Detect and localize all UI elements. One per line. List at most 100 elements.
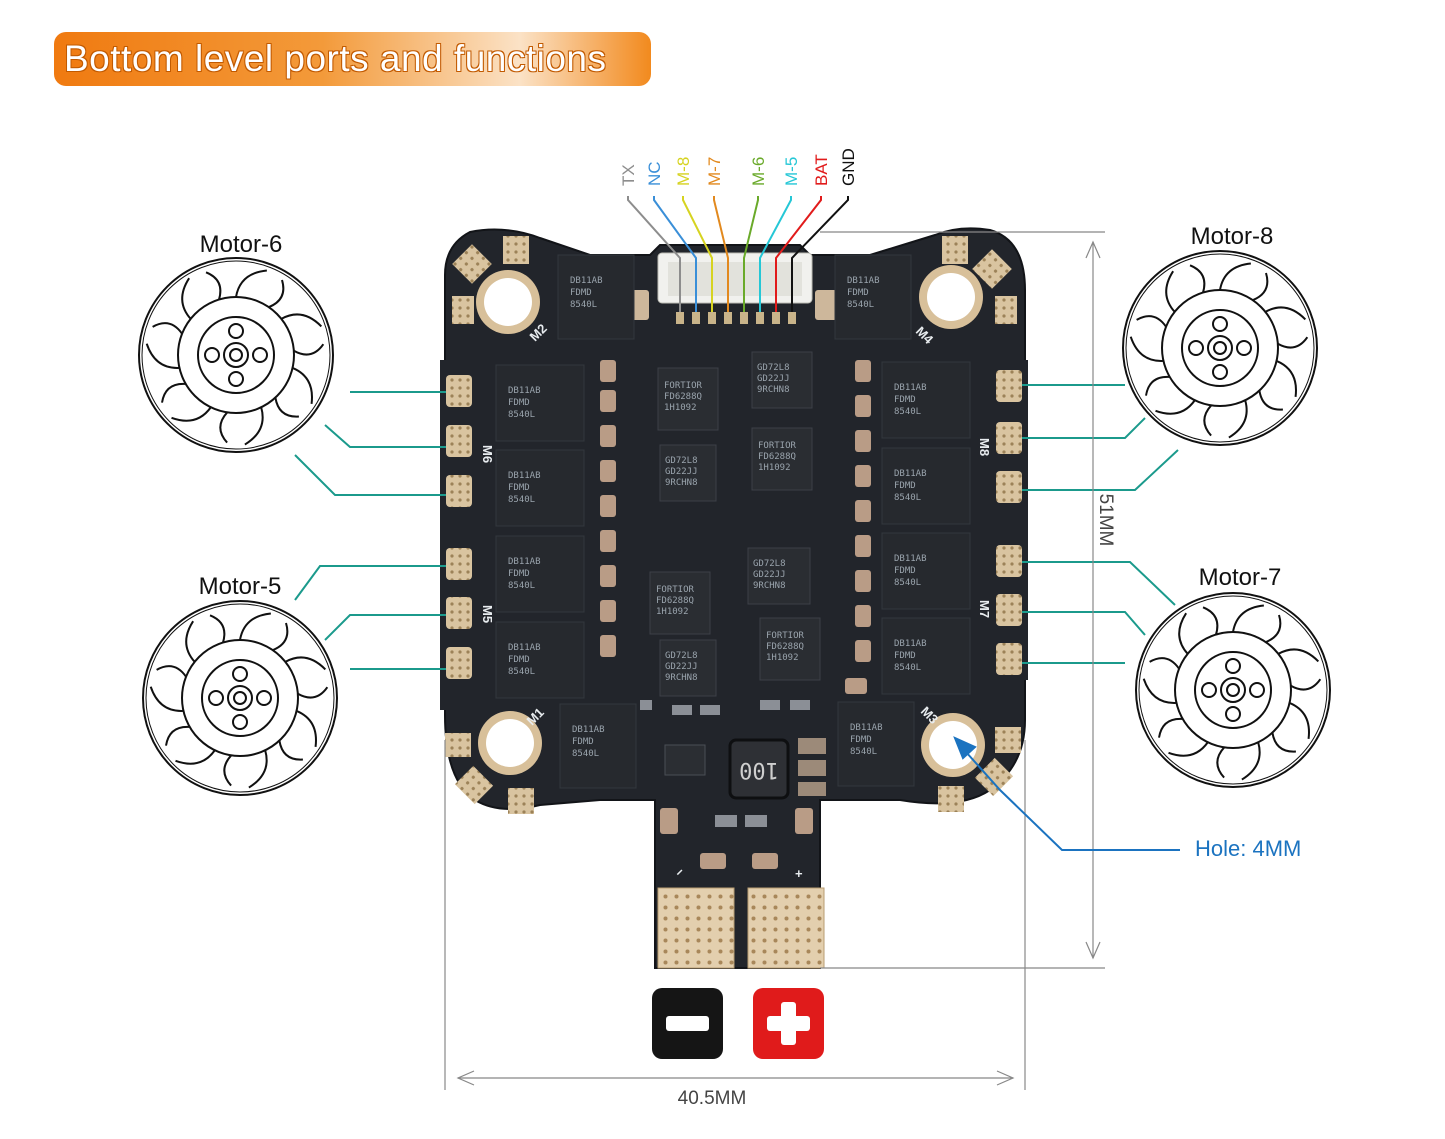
silk-m7: M7 (977, 600, 992, 618)
mosfet-marking: DB11AB (850, 723, 883, 733)
motor-7-label: Motor-7 (1199, 564, 1282, 591)
mosfet-marking: FDMD (850, 735, 872, 745)
mosfet: DB11AB FDMD 8540L (495, 621, 585, 699)
mosfet-marking: FDMD (894, 395, 916, 405)
corner-pads (445, 236, 1021, 814)
wire-bat (775, 196, 822, 312)
motor-5-label: Motor-5 (199, 573, 282, 600)
mosfet-marking: FDMD (572, 737, 594, 747)
mosfet-marking: 8540L (847, 300, 874, 310)
mcu-marking: GD22JJ (665, 467, 698, 477)
wire-nc (653, 196, 697, 312)
mosfet-marking: FDMD (508, 569, 530, 579)
driver-marking: 1H1092 (766, 653, 799, 663)
mosfet-marking: FDMD (894, 566, 916, 576)
mosfet-marking: 8540L (572, 749, 599, 759)
driver-marking: FORTIOR (656, 585, 695, 595)
motor-8-icon (1122, 250, 1318, 446)
driver-marking: FORTIOR (766, 631, 805, 641)
wire-label-m-6: M-6 (749, 157, 768, 186)
wire-m-7 (713, 196, 729, 312)
mosfet-marking: 8540L (508, 667, 535, 677)
ic-group: FORTIORFD6288Q1H1092FORTIORFD6288Q1H1092… (649, 351, 821, 697)
motor-traces (294, 384, 1179, 670)
mosfet-marking: 8540L (894, 663, 921, 673)
mcu-marking: 9RCHN8 (753, 581, 786, 591)
mosfet-marking: DB11AB (894, 469, 927, 479)
driver-marking: 1H1092 (664, 403, 697, 413)
hole-size-label: Hole: 4MM (1195, 836, 1301, 861)
hole-callout (953, 736, 1180, 851)
mosfet-marking: DB11AB (508, 386, 541, 396)
driver-marking: FD6288Q (656, 596, 694, 606)
height-dimension (820, 231, 1105, 969)
motor-6-icon (138, 257, 334, 453)
driver-marking: 1H1092 (758, 463, 791, 473)
positive-silk: + (795, 866, 803, 881)
mosfet-marking: DB11AB (894, 383, 927, 393)
motor-pads-right (996, 370, 1022, 675)
wire-label-bat: BAT (812, 154, 831, 186)
wire-m-5 (759, 196, 792, 312)
wire-label-nc: NC (645, 161, 664, 186)
mosfet-marking: FDMD (508, 655, 530, 665)
mosfet-marking: FDMD (894, 481, 916, 491)
motor-6-label: Motor-6 (200, 231, 283, 258)
mcu-marking: GD22JJ (665, 662, 698, 672)
mcu-marking: GD72L8 (665, 651, 698, 661)
height-dimension-label: 51MM (1095, 494, 1116, 547)
mosfet-marking: 8540L (894, 493, 921, 503)
mcu-marking: 9RCHN8 (665, 478, 698, 488)
mcu-marking: GD72L8 (753, 559, 786, 569)
mosfet-marking: 8540L (508, 495, 535, 505)
width-dimension-label: 40.5MM (678, 1088, 747, 1109)
mosfet-marking: DB11AB (847, 276, 880, 286)
small-components (640, 700, 810, 827)
mosfet-marking: FDMD (570, 288, 592, 298)
wire-label-gnd: GND (839, 148, 858, 186)
mount-hole-m4 (919, 265, 983, 329)
mosfet-marking: DB11AB (508, 471, 541, 481)
mcu-marking: GD22JJ (757, 374, 790, 384)
wire-label-m-7: M-7 (705, 157, 724, 186)
mosfet-marking: FDMD (508, 398, 530, 408)
mount-hole-m1 (478, 711, 542, 775)
mosfet-marking: FDMD (894, 651, 916, 661)
mcu-marking: GD22JJ (753, 570, 786, 580)
wire-label-tx: TX (619, 164, 638, 186)
width-dimension (444, 740, 1026, 1090)
motor-7-icon (1135, 592, 1331, 788)
mosfet: DB11AB FDMD 8540L (559, 703, 637, 789)
mcu-marking: 9RCHN8 (665, 673, 698, 683)
mosfet-marking: DB11AB (570, 276, 603, 286)
mosfet-marking: FDMD (508, 483, 530, 493)
mosfet-marking: DB11AB (508, 643, 541, 653)
mosfet: DB11AB FDMD 8540L (495, 449, 585, 527)
mcu-marking: GD72L8 (757, 363, 790, 373)
mcu-marking: 9RCHN8 (757, 385, 790, 395)
negative-sign-icon (652, 988, 723, 1059)
driver-marking: FD6288Q (664, 392, 702, 402)
motor-pads-left (446, 375, 472, 679)
mosfet-marking: 8540L (850, 747, 877, 757)
positive-sign-icon (753, 988, 824, 1059)
wire-m-6 (743, 196, 759, 312)
wire-label-m-8: M-8 (674, 157, 693, 186)
driver-marking: 1H1092 (656, 607, 689, 617)
mosfet-group: DB11AB FDMD 8540L DB11AB FDMD 8540L DB11AB FDMD… (495, 254, 971, 789)
wire-tx (627, 196, 681, 312)
mosfet-marking: DB11AB (572, 725, 605, 735)
silk-m8: M8 (977, 438, 992, 456)
mosfet-marking: 8540L (508, 581, 535, 591)
